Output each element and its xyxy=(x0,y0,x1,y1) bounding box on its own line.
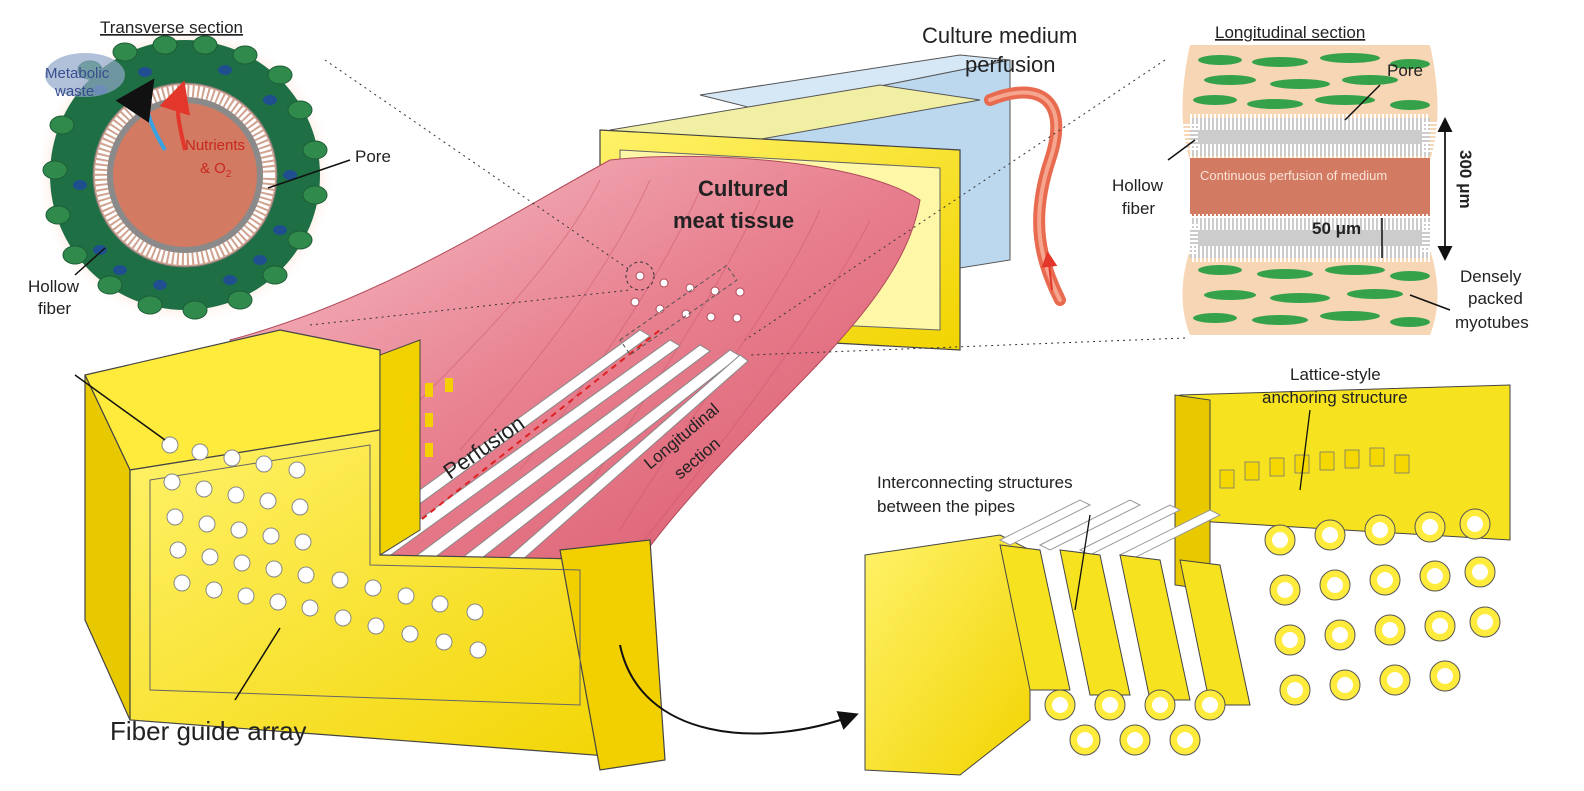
hollow-fiber-right-line2: fiber xyxy=(1122,199,1155,218)
lattice-structure xyxy=(864,384,1511,776)
metabolic-label: Metabolic xyxy=(45,65,110,82)
continuous-perfusion-label: Continuous perfusion of medium xyxy=(1200,168,1387,183)
hollow-fiber-left-line2: fiber xyxy=(38,299,71,318)
flow-arrow-icon xyxy=(1041,251,1058,291)
tissue-pores xyxy=(630,271,745,323)
fiber-guide-array xyxy=(84,329,666,771)
densely-line2: packed xyxy=(1468,289,1523,308)
interconnecting-line2: between the pipes xyxy=(877,497,1015,516)
culture-medium-line1: Culture medium xyxy=(922,23,1077,48)
o2-label: & O2 xyxy=(200,160,232,180)
hollow-fiber-left-line1: Hollow xyxy=(28,277,80,296)
transverse-section-title: Transverse section xyxy=(100,18,243,37)
projection-lines xyxy=(309,59,1186,356)
dim-300-label: 300 μm xyxy=(1456,150,1475,209)
pore-label-left: Pore xyxy=(355,147,391,166)
transverse-section-inset xyxy=(35,25,351,325)
hollow-fiber-right-line1: Hollow xyxy=(1112,176,1164,195)
dim-50-label: 50 μm xyxy=(1312,219,1361,238)
interconnecting-line1: Interconnecting structures xyxy=(877,473,1073,492)
nutrients-label: Nutrients xyxy=(185,137,245,154)
densely-line3: myotubes xyxy=(1455,313,1529,332)
perfusion-dashed-line xyxy=(309,329,661,609)
longitudinal-section-title: Longitudinal section xyxy=(1215,23,1365,42)
fiber-guide-array-label: Fiber guide array xyxy=(110,716,307,746)
guide-holes xyxy=(161,436,487,659)
cultured-line2: meat tissue xyxy=(673,208,794,233)
densely-line1: Densely xyxy=(1460,267,1522,286)
cultured-line1: Cultured xyxy=(698,176,788,201)
zoom-circle xyxy=(625,261,655,291)
longitudinal-section-inset xyxy=(1167,45,1453,335)
transition-arrow xyxy=(619,644,859,735)
longitudinal-section-box xyxy=(619,264,738,356)
culture-medium-line2: perfusion xyxy=(965,52,1056,77)
lattice-line1: Lattice-style xyxy=(1290,365,1381,384)
waste-label: waste xyxy=(54,83,94,100)
pore-label-right: Pore xyxy=(1387,61,1423,80)
lattice-line2: anchoring structure xyxy=(1262,388,1408,407)
